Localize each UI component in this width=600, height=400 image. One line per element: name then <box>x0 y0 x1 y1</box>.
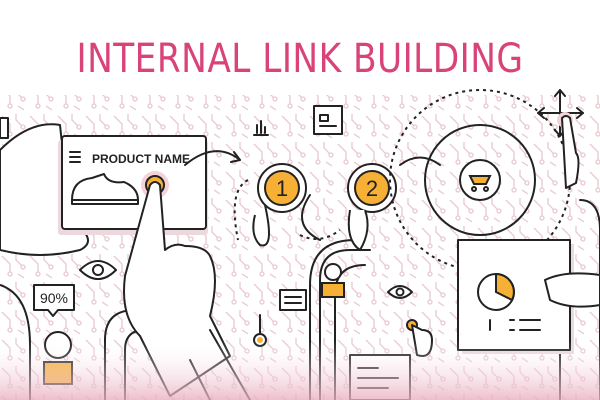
document-icon <box>313 105 343 135</box>
step-1-label: 1 <box>276 176 288 201</box>
arrow <box>184 150 241 166</box>
tablet: PRODUCT NAME <box>58 135 208 235</box>
menu-icon <box>69 151 81 163</box>
eye-icon <box>387 285 413 299</box>
speech-bubble: 90% <box>33 284 75 317</box>
percent-label: 90% <box>40 290 68 306</box>
user-icon <box>321 263 345 298</box>
cart-icon <box>468 175 492 185</box>
document-icon <box>279 289 307 311</box>
step-1: 1 <box>233 163 307 247</box>
bar-chart-icon <box>253 120 269 136</box>
move-icon <box>537 89 584 189</box>
report-document <box>457 239 600 354</box>
pie-chart-icon <box>495 272 515 302</box>
step-2-label: 2 <box>366 176 378 201</box>
eye-icon <box>79 260 117 280</box>
shoe-icon <box>71 173 139 201</box>
document-icon <box>0 117 9 139</box>
step-2: 2 <box>347 163 397 251</box>
page-title: INTERNAL LINK BUILDING <box>76 36 524 82</box>
bottom-fade <box>0 340 600 400</box>
product-name: PRODUCT NAME <box>92 152 190 166</box>
